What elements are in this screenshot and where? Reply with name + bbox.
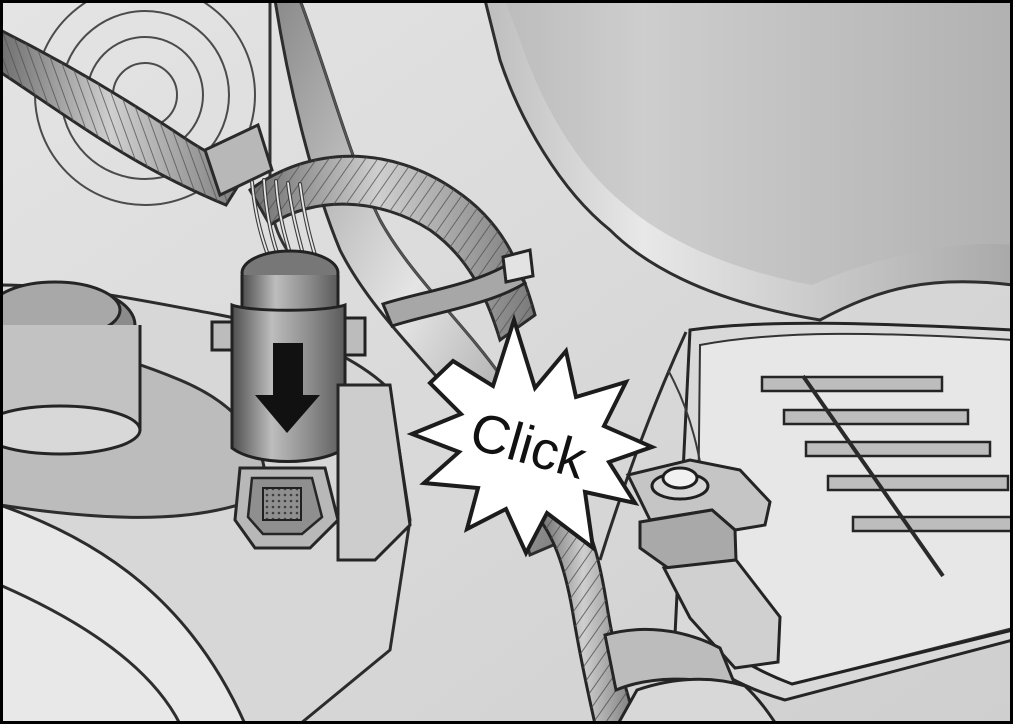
- hose-clamp-upper: [380, 248, 535, 328]
- click-burst: Click: [406, 313, 658, 558]
- round-component: [0, 280, 142, 456]
- lower-corrugated-hose: [537, 498, 778, 724]
- down-arrow: [255, 343, 320, 433]
- cabinet-panel: [483, 0, 1013, 322]
- mounting-clip: [625, 458, 782, 670]
- vent-divider: [801, 374, 945, 578]
- vent-slots: [760, 375, 1013, 533]
- cable-sleeve: [0, 28, 274, 207]
- socket-receptacle: [233, 383, 412, 562]
- corrugated-hose: [248, 154, 537, 343]
